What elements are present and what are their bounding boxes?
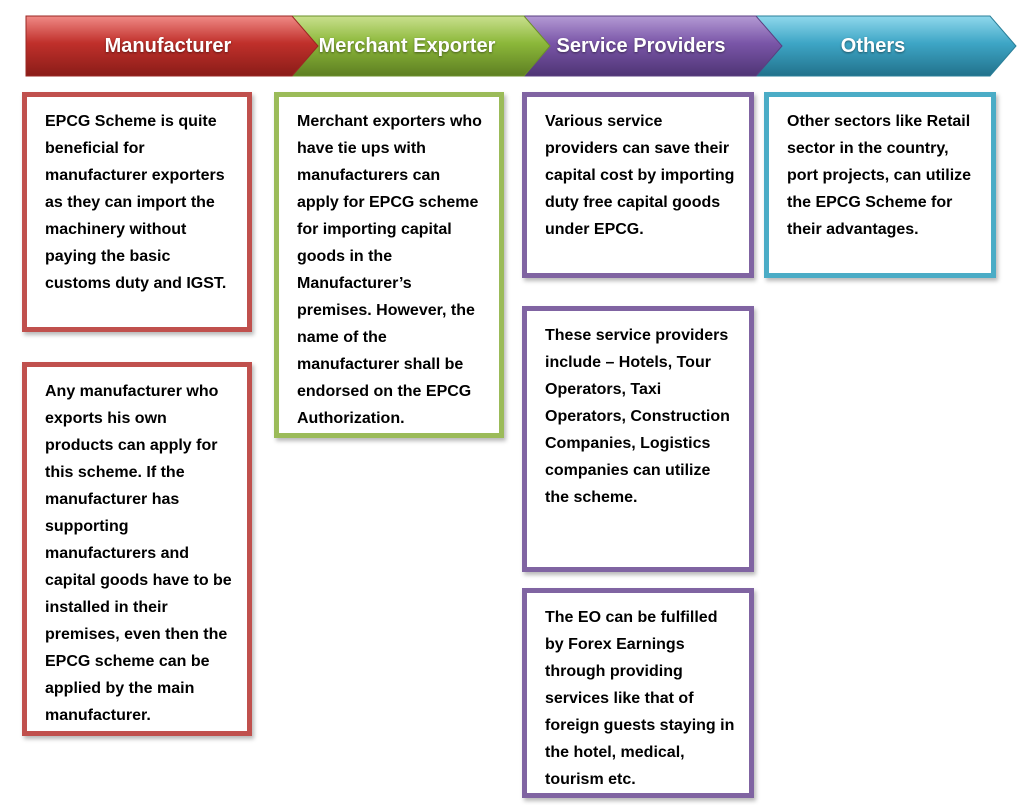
merchant-exporter-card-1: Merchant exporters who have tie ups with…: [274, 92, 504, 438]
header-manufacturer: Manufacturer: [104, 35, 232, 57]
others-card-1: Other sectors like Retail sector in the …: [764, 92, 996, 278]
header-merchant-exporter: Merchant Exporter: [318, 35, 496, 57]
header-chevron-bar: [25, 15, 1017, 77]
chevron-manufacturer: [25, 15, 319, 77]
manufacturer-card-1: EPCG Scheme is quite beneficial for manu…: [22, 92, 252, 332]
manufacturer-card-2: Any manufacturer who exports his own pro…: [22, 362, 252, 736]
header-others: Others: [840, 35, 906, 57]
service-providers-card-3: The EO can be fulfilled by Forex Earning…: [522, 588, 754, 798]
header-service-providers: Service Providers: [556, 35, 726, 57]
service-providers-card-2: These service providers include – Hotels…: [522, 306, 754, 572]
service-providers-card-1: Various service providers can save their…: [522, 92, 754, 278]
